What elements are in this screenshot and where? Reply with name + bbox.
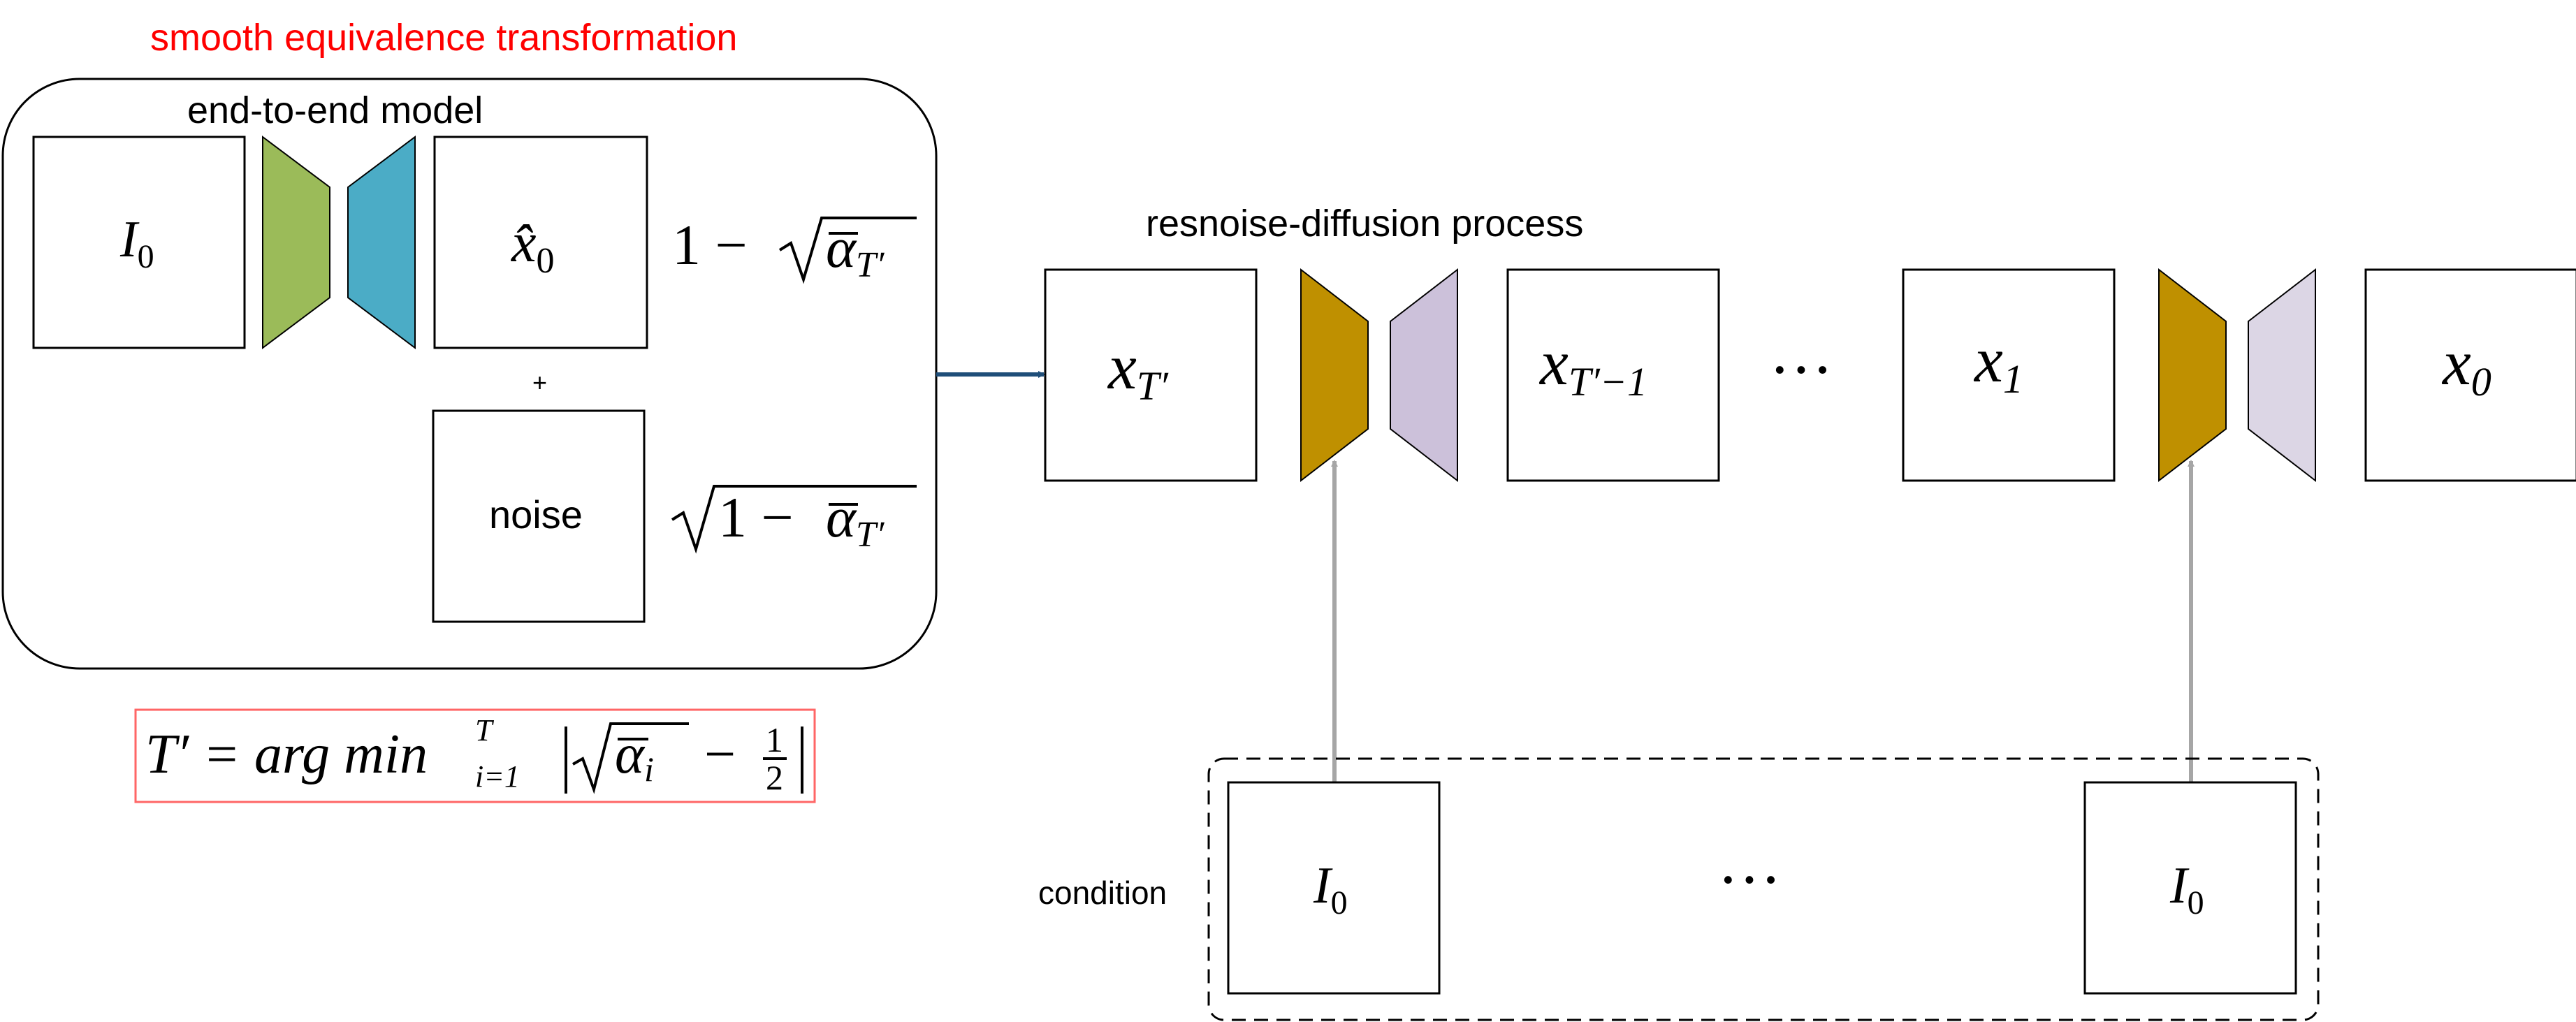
node-x-t-prime [1044, 268, 1258, 482]
formula-box [134, 708, 816, 803]
sqrt-sign-bottom [671, 485, 917, 554]
formula-minus: − [704, 724, 736, 785]
formula-sqrt-sign [572, 722, 689, 794]
denoiser-1-decoder [1390, 268, 1458, 483]
coef-bottom-prefix: 1 − [718, 486, 794, 549]
coef-bottom-alpha: αT′ [826, 486, 885, 555]
node-x-0 [2364, 268, 2576, 482]
condition-input-1 [1227, 781, 1441, 995]
noise-label: noise [489, 492, 583, 536]
denoiser-2-decoder [2248, 268, 2316, 483]
formula-limit-top: T [475, 713, 495, 747]
node-x-t-prime-minus-1-label: xT′−1 [1538, 327, 1647, 404]
formula-frac-den: 2 [766, 758, 783, 797]
coefficient-top: 1 − αT′ [672, 213, 917, 285]
condition-input-1-label: I0 [1313, 857, 1348, 921]
formula-lhs: T′ = arg min [145, 724, 428, 785]
prediction-label: x̂0 [511, 212, 555, 281]
formula: T′ = arg min T i=1 αi − 1 2 [145, 713, 803, 797]
denoiser-1-encoder [1300, 268, 1369, 483]
condition-ellipsis: ··· [1717, 844, 1782, 915]
decoder-block [347, 136, 416, 349]
node-x-1-label: x1 [1973, 324, 2023, 402]
plus-sign: + [532, 368, 547, 397]
node-x-0-label: x0 [2441, 327, 2491, 404]
denoiser-2-encoder [2158, 268, 2227, 483]
coefficient-bottom: 1 − αT′ [671, 485, 917, 555]
panel-title: smooth equivalence transformation [150, 17, 737, 59]
condition-container [1207, 757, 2320, 1021]
end-to-end-model-label: end-to-end model [187, 89, 483, 131]
coef-top-alpha: αT′ [826, 216, 885, 285]
formula-limit-bottom: i=1 [475, 759, 520, 794]
node-x-1 [1902, 268, 2116, 482]
input-label: I0 [119, 211, 154, 275]
condition-label: condition [1038, 875, 1167, 911]
coef-top-prefix: 1 − [672, 213, 748, 277]
formula-alpha: αi [615, 724, 654, 789]
noise-box [432, 409, 646, 623]
condition-input-2-label: I0 [2169, 857, 2204, 921]
prediction-box [433, 136, 648, 349]
diffusion-title: resnoise-diffusion process [1146, 203, 1583, 244]
input-box [32, 136, 246, 349]
node-x-t-prime-label: xT′ [1107, 331, 1169, 409]
encoder-block [262, 136, 330, 349]
sqrt-sign-top [778, 217, 917, 284]
diffusion-ellipsis: ··· [1769, 334, 1833, 405]
formula-frac-num: 1 [766, 720, 783, 759]
condition-input-2 [2083, 781, 2297, 995]
node-x-t-prime-minus-1 [1506, 268, 1720, 482]
